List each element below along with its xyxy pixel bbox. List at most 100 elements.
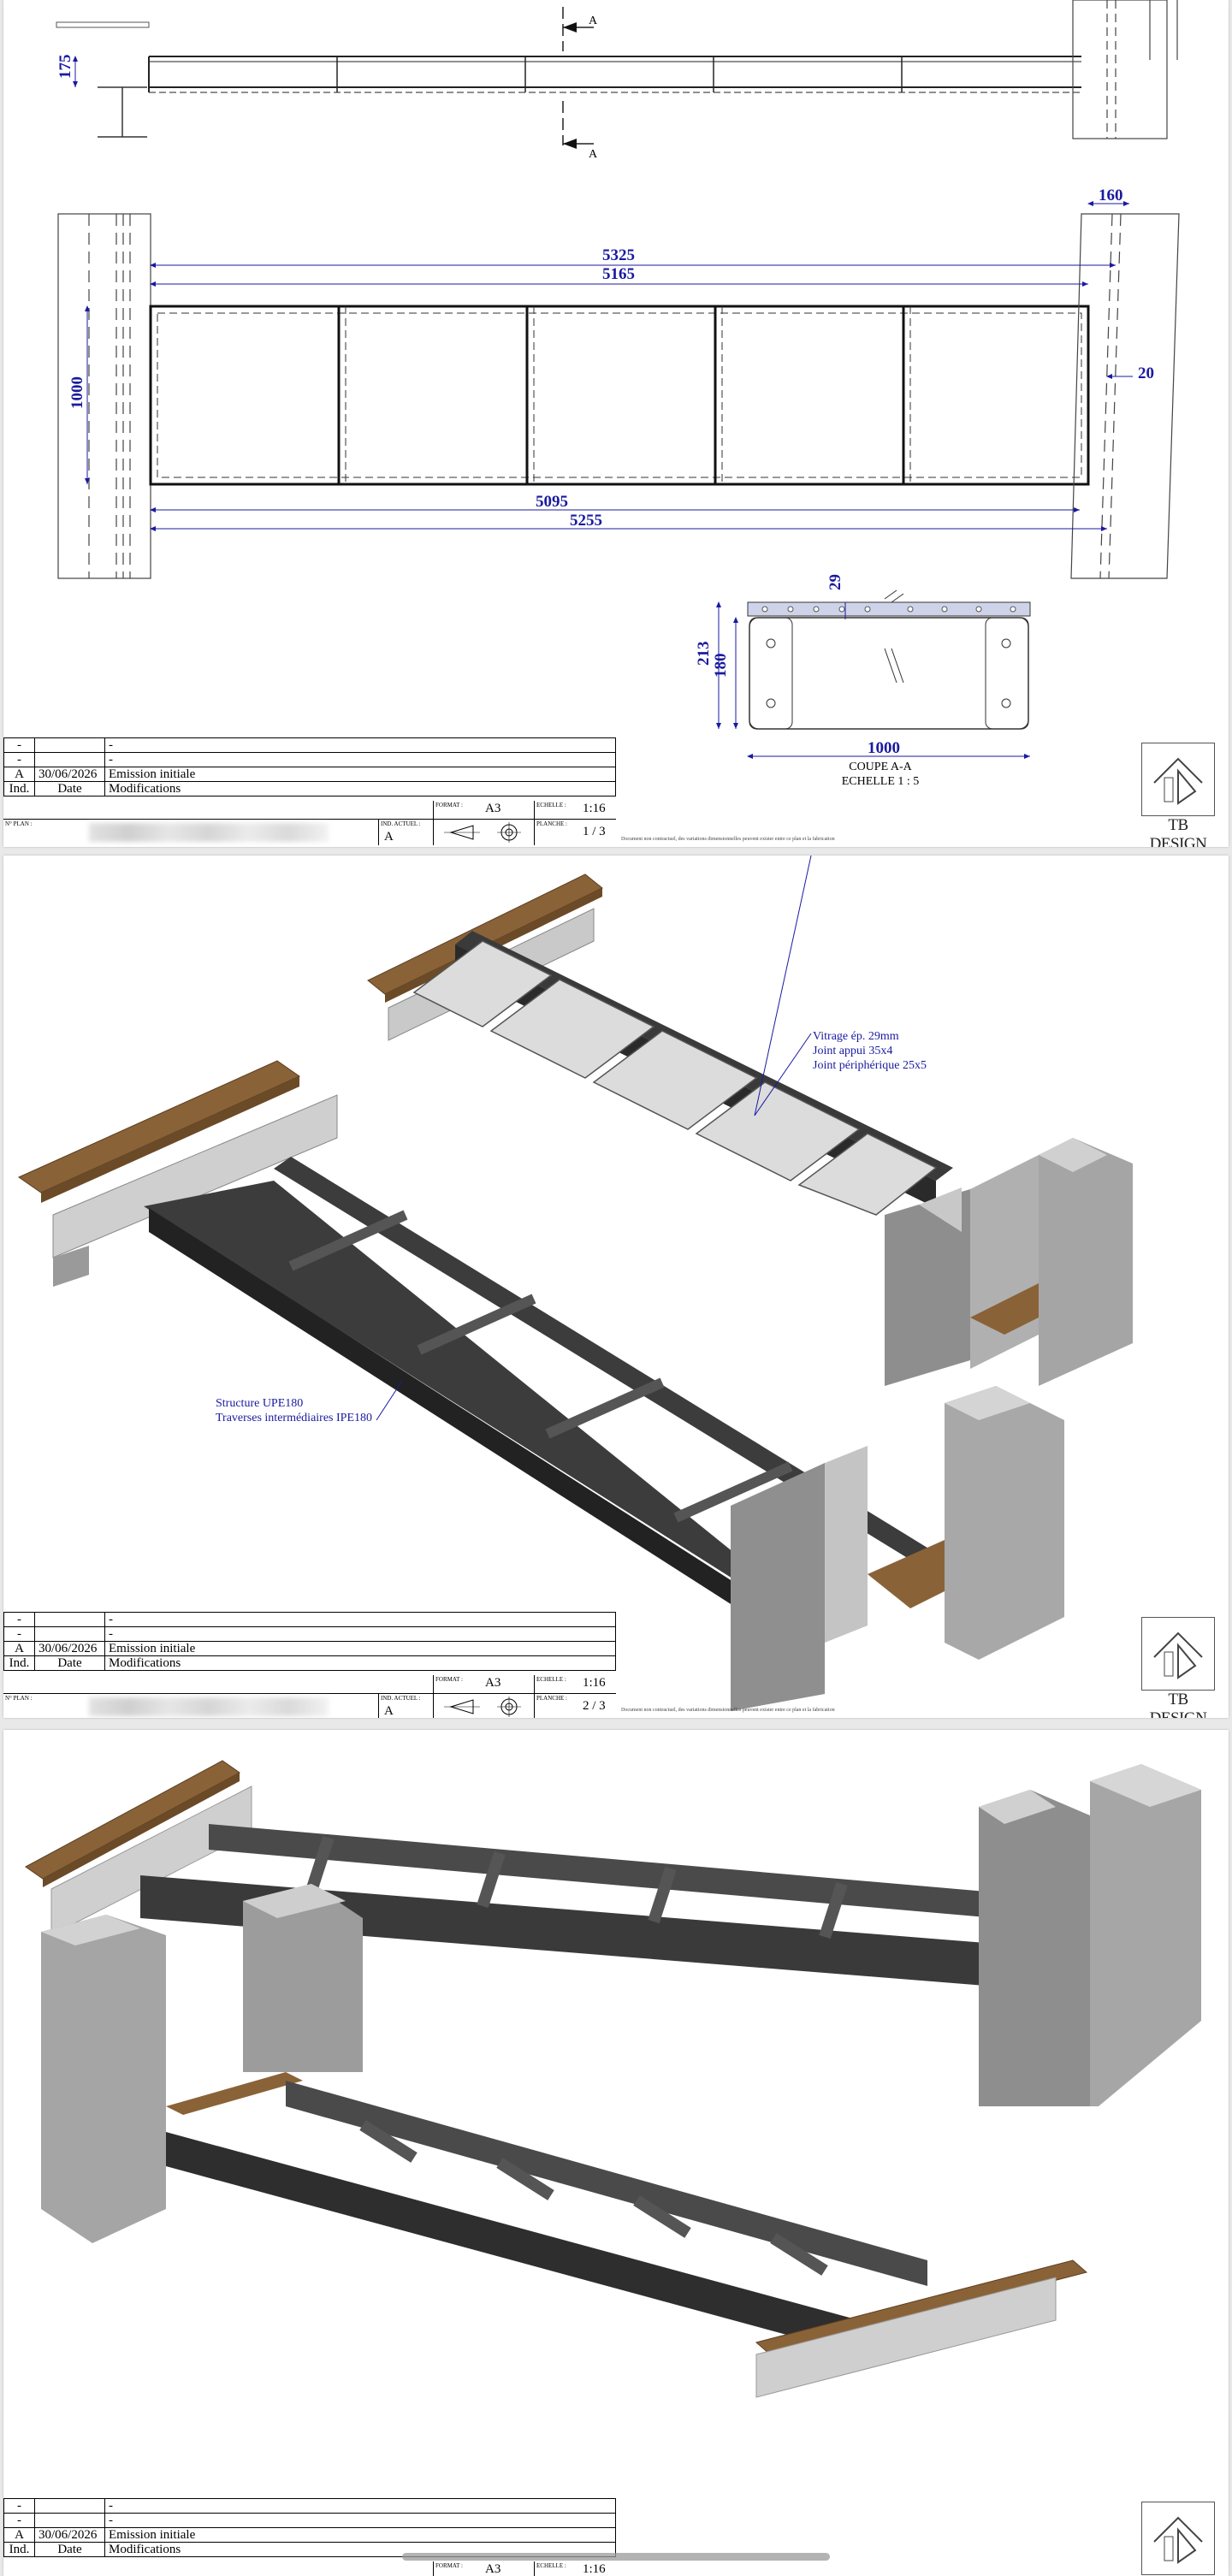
revision-row: -- — [3, 2513, 616, 2528]
sheet-2-drawing — [17, 856, 1133, 1711]
title-meta: N° PLAN : IND. ACTUEL : A PLANCHE : 2 / … — [3, 1693, 616, 1718]
format-label: FORMAT : — [435, 802, 463, 808]
logo-icon — [1141, 743, 1215, 816]
section-view: 213 180 29 1000 — [695, 574, 1031, 759]
dimension-180: 180 — [712, 654, 730, 678]
steel-assembly — [17, 1060, 1064, 1711]
redacted-area — [89, 823, 329, 842]
upper-view-assembly — [25, 1760, 1201, 2106]
disclaimer: Document non contractuel, des variations… — [621, 1708, 835, 1713]
annotation-line: Joint appui 35x4 — [813, 1045, 893, 1057]
header-date: Date — [34, 2542, 105, 2557]
format-cell: FORMAT : A3 — [433, 2561, 535, 2576]
revision-date: 30/06/2026 — [34, 767, 105, 782]
section-caption-title: COUPE A-A — [849, 761, 912, 773]
horizontal-scrollbar[interactable] — [402, 2553, 830, 2561]
revision-date — [34, 2513, 105, 2528]
section-caption: COUPE A-A ECHELLE 1 : 5 — [825, 760, 936, 789]
echelle-label: ECHELLE : — [536, 1676, 566, 1683]
revision-index: A — [3, 767, 35, 782]
planche-value: 1 / 3 — [583, 825, 606, 838]
planche-cell: PLANCHE : 1 / 3 — [534, 820, 617, 845]
format-scale-row: FORMAT : A3 ECHELLE : 1:16 — [433, 2561, 616, 2576]
header-mod: Modifications — [104, 781, 616, 796]
revision-mod: Emission initiale — [104, 2527, 616, 2543]
ind-actuel-label: IND. ACTUEL : — [381, 820, 421, 827]
format-cell: FORMAT : A3 — [433, 1675, 535, 1693]
header-ind: Ind. — [3, 1655, 35, 1671]
section-marker-bottom: A — [589, 148, 598, 161]
ind-actuel-cell: IND. ACTUEL : A — [378, 820, 434, 845]
dimension-5325: 5325 — [602, 246, 635, 264]
format-value: A3 — [485, 2562, 501, 2576]
echelle-label: ECHELLE : — [536, 802, 566, 808]
format-label: FORMAT : — [435, 2562, 463, 2569]
drawing-sheet-2: Vitrage ép. 29mm Joint appui 35x4 Joint … — [3, 856, 1229, 1718]
revision-index: - — [3, 1626, 35, 1642]
dimension-175: 175 — [56, 55, 74, 80]
format-cell: FORMAT : A3 — [433, 801, 535, 819]
annotation-line: Traverses intermédiaires IPE180 — [216, 1412, 372, 1424]
header-ind: Ind. — [3, 781, 35, 796]
logo-icon — [1141, 1617, 1215, 1691]
revision-mod: Emission initiale — [104, 767, 616, 782]
revision-index: - — [3, 752, 35, 767]
logo-name: TB DESIGN — [1150, 1691, 1207, 1718]
title-meta: N° PLAN : IND. ACTUEL : A PLANCHE : 1 / … — [3, 819, 616, 845]
lower-view-assembly — [41, 1884, 1088, 2398]
header-mod: Modifications — [104, 1655, 616, 1671]
dimension-20: 20 — [1138, 364, 1154, 382]
projection-symbol-icon — [444, 1697, 521, 1717]
revision-mod: - — [104, 752, 616, 767]
revision-date — [34, 1612, 105, 1627]
ind-actuel-cell: IND. ACTUEL : A — [378, 1694, 434, 1718]
planche-cell: PLANCHE : 2 / 3 — [534, 1694, 617, 1718]
no-plan-label: N° PLAN : — [5, 820, 33, 827]
format-value: A3 — [485, 802, 501, 815]
revision-date — [34, 1626, 105, 1642]
revision-date — [34, 2498, 105, 2514]
revision-mod: - — [104, 1612, 616, 1627]
revision-index: - — [3, 2513, 35, 2528]
redacted-area — [89, 1697, 329, 1716]
echelle-cell: ECHELLE : 1:16 — [534, 801, 617, 819]
dimension-29: 29 — [826, 574, 844, 590]
planche-value: 2 / 3 — [583, 1699, 606, 1713]
ind-actuel-value: A — [384, 830, 394, 844]
sheet-1-drawing: 175 A A — [56, 0, 1180, 759]
format-value: A3 — [485, 1676, 501, 1690]
echelle-value: 1:16 — [583, 2562, 606, 2576]
revision-row: -- — [3, 737, 616, 753]
disclaimer: Document non contractuel, des variations… — [621, 837, 835, 842]
annotation-line: Joint périphérique 25x5 — [813, 1059, 927, 1072]
logo-icon — [1141, 2502, 1215, 2575]
projection-symbol-cell — [433, 1694, 535, 1718]
elevation-view: 175 A A — [56, 0, 1178, 161]
header-date: Date — [34, 1655, 105, 1671]
revision-mod: - — [104, 737, 616, 753]
dimension-5095: 5095 — [536, 493, 568, 511]
echelle-label: ECHELLE : — [536, 2562, 566, 2569]
annotation-line: Vitrage ép. 29mm — [813, 1030, 899, 1043]
dimension-1000-horizontal: 1000 — [868, 739, 900, 757]
revision-date: 30/06/2026 — [34, 2527, 105, 2543]
format-scale-row: FORMAT : A3 ECHELLE : 1:16 — [433, 1675, 616, 1693]
header-date: Date — [34, 781, 105, 796]
ind-actuel-value: A — [384, 1704, 394, 1718]
section-caption-scale: ECHELLE 1 : 5 — [841, 775, 920, 788]
echelle-cell: ECHELLE : 1:16 — [534, 1675, 617, 1693]
planche-label: PLANCHE : — [536, 1695, 567, 1702]
revision-index: A — [3, 2527, 35, 2543]
dimension-5165: 5165 — [602, 265, 635, 283]
echelle-value: 1:16 — [583, 802, 606, 815]
projection-symbol-icon — [444, 822, 521, 843]
